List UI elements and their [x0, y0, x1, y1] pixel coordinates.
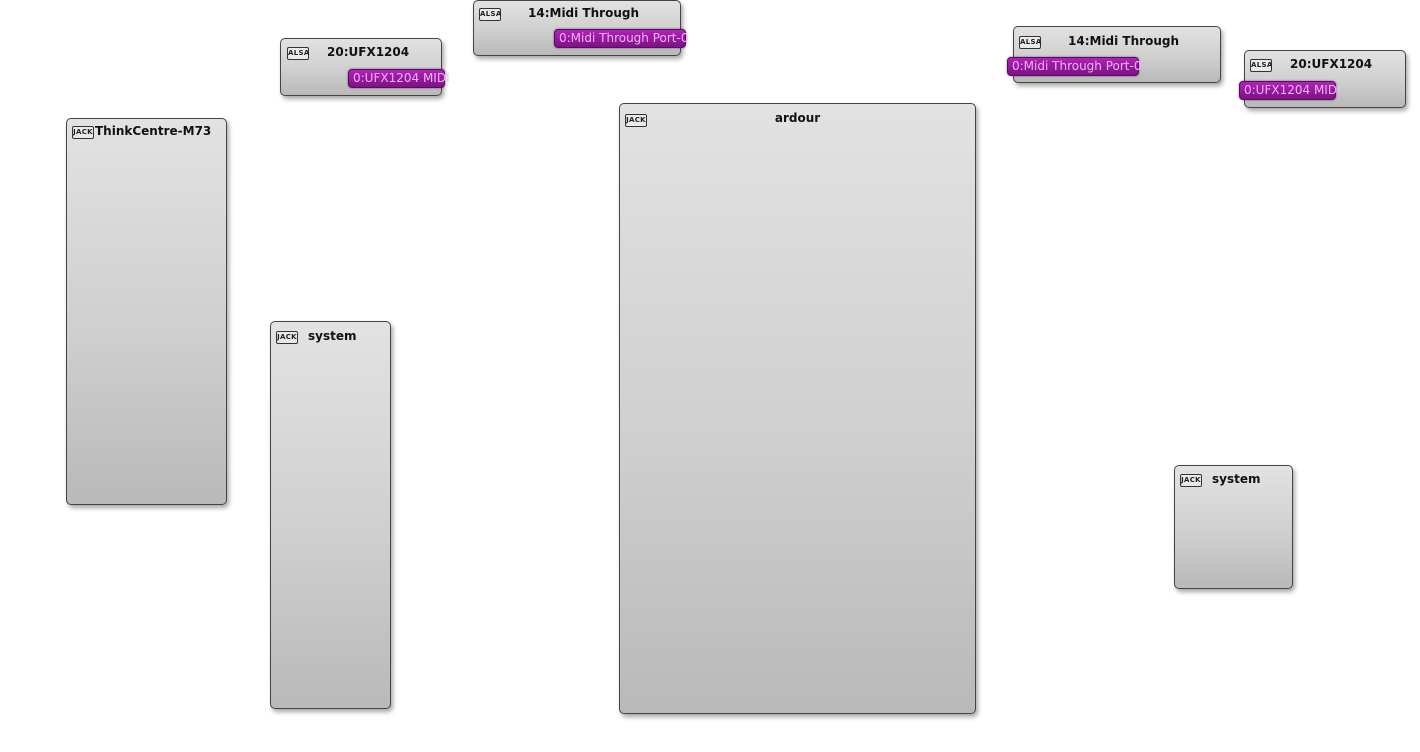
client-title: 20:UFX1204 — [327, 45, 410, 59]
alsa-badge-icon: ALSA — [1250, 59, 1272, 72]
client-system-capture[interactable]: JACK system — [270, 321, 391, 709]
jack-badge-icon: JACK — [72, 126, 94, 139]
client-title: ThinkCentre-M73 — [95, 124, 212, 138]
client-title: system — [1212, 472, 1261, 486]
port-midi-through-right[interactable]: 0:Midi Through Port-0 — [1007, 57, 1141, 76]
jack-badge-icon: JACK — [276, 331, 298, 344]
alsa-badge-icon: ALSA — [479, 8, 501, 21]
alsa-badge-icon: ALSA — [1019, 36, 1041, 49]
client-system-playback[interactable]: JACK system — [1174, 465, 1293, 589]
client-title: 14:Midi Through — [528, 6, 639, 20]
client-title: ardour — [774, 111, 821, 125]
jack-badge-icon: JACK — [1180, 474, 1202, 487]
client-thinkcentre-m73[interactable]: JACK ThinkCentre-M73 — [66, 118, 227, 505]
client-title: 14:Midi Through — [1068, 34, 1179, 48]
port-ufx1204-midi-left[interactable]: 0:UFX1204 MIDI — [348, 69, 450, 88]
port-midi-through-left[interactable]: 0:Midi Through Port-0 — [554, 29, 688, 48]
client-ardour[interactable]: JACK ardour — [619, 103, 976, 714]
jack-badge-icon: JACK — [625, 114, 647, 127]
alsa-badge-icon: ALSA — [287, 47, 309, 60]
client-title: system — [308, 329, 357, 343]
port-ufx1204-midi-right[interactable]: 0:UFX1204 MIDI — [1239, 81, 1341, 100]
client-title: 20:UFX1204 — [1290, 57, 1373, 71]
